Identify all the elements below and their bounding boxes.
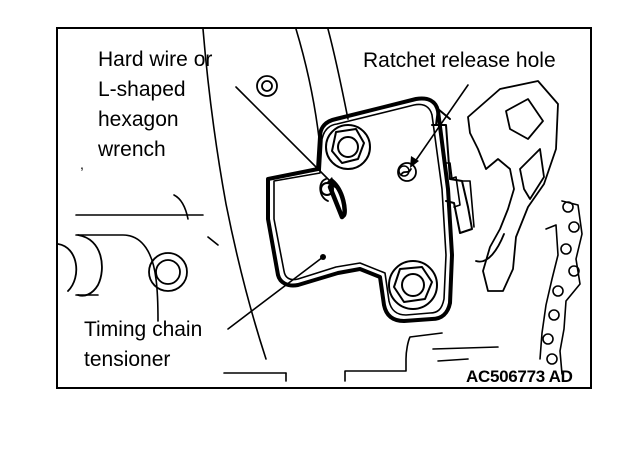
diagram-figure: , — [56, 27, 592, 389]
timing-chain-tensioner-label: Timing chain tensioner — [84, 318, 203, 371]
timing-chain — [539, 200, 583, 375]
figure-code: AC506773 AD — [466, 367, 573, 386]
hard-wire-label: Hard wire or L-shaped hexagon wrench — [98, 48, 213, 161]
mounting-hole — [256, 75, 278, 97]
leader-lines — [227, 84, 469, 330]
sprocket-guide — [467, 80, 559, 292]
engine-block-holes — [58, 75, 278, 297]
lower-bolt — [388, 260, 438, 310]
ratchet-release-hole — [397, 162, 417, 182]
tensioner-illustration: , — [58, 29, 583, 382]
leader-arrowheads — [320, 156, 419, 260]
tensioner-body — [266, 96, 475, 323]
mounting-hole — [148, 252, 188, 292]
ratchet-release-hole-label: Ratchet release hole — [363, 49, 556, 72]
svg-text:,: , — [80, 156, 84, 172]
upper-bolt — [325, 124, 371, 170]
